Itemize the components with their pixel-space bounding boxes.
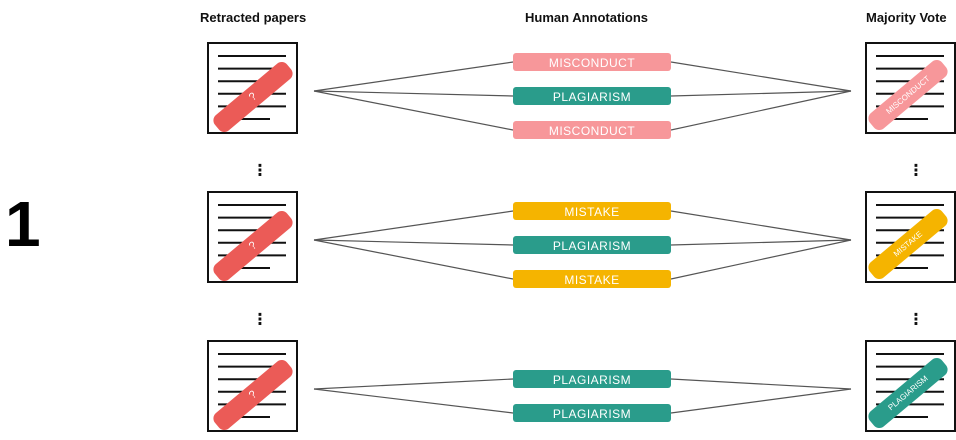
- annotation-fill: [513, 270, 671, 288]
- connector-line: [313, 61, 514, 92]
- connector-line: [670, 90, 852, 97]
- annotation-fill: [513, 370, 671, 388]
- connector-line: [313, 239, 514, 246]
- label-stamp: ?: [213, 210, 293, 282]
- connector-line: [313, 90, 514, 97]
- annotation-box: MISCONDUCT: [513, 121, 671, 139]
- annotation-label: PLAGIARISM: [553, 239, 631, 253]
- annotation-box: PLAGIARISM: [513, 370, 671, 388]
- connector-line: [313, 378, 514, 390]
- connector-line: [670, 61, 852, 92]
- majority-vote-paper: MISCONDUCT: [865, 42, 956, 134]
- annotation-box: PLAGIARISM: [513, 87, 671, 105]
- majority-vote-header: Majority Vote: [866, 10, 947, 25]
- connector-line: [670, 378, 852, 390]
- annotation-fill: [513, 236, 671, 254]
- label-stamp: ?: [213, 359, 293, 431]
- annotation-fill: [513, 202, 671, 220]
- annotation-label: PLAGIARISM: [553, 90, 631, 104]
- label-stamp: ?: [213, 61, 293, 133]
- annotation-fill: [513, 404, 671, 422]
- connector-line: [313, 210, 514, 241]
- majority-vote-paper: PLAGIARISM: [865, 340, 956, 432]
- annotation-label: PLAGIARISM: [553, 407, 631, 421]
- ellipsis-icon: ⋮: [252, 310, 268, 329]
- stamp-band: [868, 208, 948, 280]
- connector-line: [313, 90, 514, 131]
- retracted-paper: ?: [207, 340, 298, 432]
- majority-vote-paper: MISTAKE: [865, 191, 956, 283]
- annotation-label: MISCONDUCT: [549, 56, 635, 70]
- connector-line: [313, 388, 514, 414]
- annotation-box: PLAGIARISM: [513, 236, 671, 254]
- ellipsis-icon: ⋮: [908, 310, 924, 329]
- annotation-box: MISTAKE: [513, 202, 671, 220]
- annotation-box: MISTAKE: [513, 270, 671, 288]
- stamp-band: [213, 61, 293, 133]
- retracted-papers-header: Retracted papers: [200, 10, 307, 25]
- annotation-label: PLAGIARISM: [553, 373, 631, 387]
- annotation-label: MISTAKE: [564, 205, 619, 219]
- connector-line: [670, 90, 852, 131]
- stamp-band: [213, 359, 293, 431]
- retracted-paper: ?: [207, 191, 298, 283]
- ellipsis-icon: ⋮: [908, 161, 924, 180]
- connector-line: [670, 388, 852, 414]
- connector-line: [670, 239, 852, 246]
- annotation-fill: [513, 87, 671, 105]
- stamp-band: [868, 59, 948, 131]
- annotation-box: MISCONDUCT: [513, 53, 671, 71]
- ellipsis-icon: ⋮: [252, 161, 268, 180]
- figure-number: 1: [5, 188, 41, 260]
- annotation-label: MISTAKE: [564, 273, 619, 287]
- annotation-label: MISCONDUCT: [549, 124, 635, 138]
- connector-line: [670, 239, 852, 280]
- annotation-box: PLAGIARISM: [513, 404, 671, 422]
- connector-line: [670, 210, 852, 241]
- stamp-band: [213, 210, 293, 282]
- connector-line: [313, 239, 514, 280]
- annotation-fill: [513, 53, 671, 71]
- stamp-band: [868, 357, 948, 429]
- retracted-paper: ?: [207, 42, 298, 134]
- annotation-fill: [513, 121, 671, 139]
- human-annotations-header: Human Annotations: [525, 10, 649, 25]
